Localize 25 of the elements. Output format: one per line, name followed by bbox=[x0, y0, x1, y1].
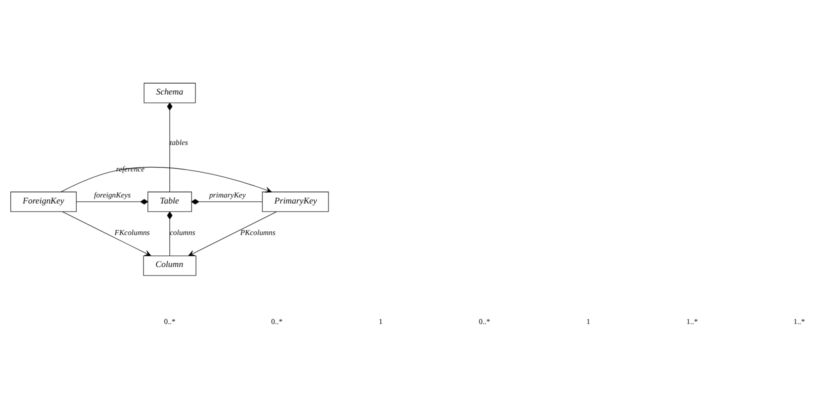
label: 1 bbox=[586, 317, 590, 326]
arrow bbox=[60, 167, 272, 193]
connector bbox=[76, 199, 148, 204]
arrow bbox=[188, 211, 277, 256]
label: 0..* bbox=[271, 317, 283, 326]
edge-label: primaryKey bbox=[209, 190, 246, 200]
node-box: Schema bbox=[144, 82, 196, 104]
label: 1 bbox=[378, 317, 383, 326]
node-box: Column bbox=[143, 256, 196, 276]
edge-label: tables bbox=[170, 138, 188, 148]
node-box: PrimaryKey bbox=[262, 192, 329, 212]
connector bbox=[191, 199, 262, 204]
edge-label: foreignKeys bbox=[94, 190, 131, 200]
edge-label: columns bbox=[170, 228, 196, 238]
label: 1..* bbox=[794, 317, 805, 326]
edge-label: FKcolumns bbox=[114, 228, 150, 238]
label: 1..* bbox=[686, 317, 698, 326]
edge-label: PKcolumns bbox=[240, 228, 276, 238]
label: 0..* bbox=[164, 317, 176, 326]
connector bbox=[167, 102, 172, 192]
label: 0..* bbox=[478, 317, 490, 326]
arrow bbox=[62, 211, 152, 256]
node-box: ForeignKey bbox=[10, 192, 77, 212]
node-box: Table bbox=[148, 192, 192, 212]
connector bbox=[167, 211, 172, 256]
